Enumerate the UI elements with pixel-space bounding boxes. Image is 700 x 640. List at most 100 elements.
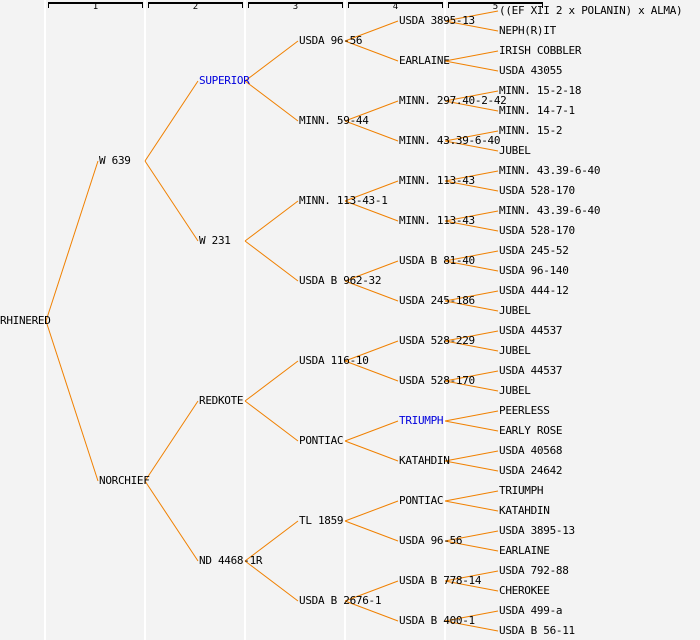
pedigree-node-gen-4[interactable]: PONTIAC <box>399 494 444 507</box>
pedigree-node-gen-5[interactable]: MINN. 43.39-6-40 <box>499 164 601 177</box>
pedigree-node-gen-5[interactable]: USDA B 56-11 <box>499 624 575 637</box>
pedigree-node-gen-4[interactable]: USDA 96-56 <box>399 534 463 547</box>
column-header-bracket-5 <box>448 2 543 8</box>
pedigree-node-gen-5[interactable]: MINN. 14-7-1 <box>499 104 575 117</box>
pedigree-link <box>344 20 399 42</box>
pedigree-node-gen-5[interactable]: MINN. 15-2 <box>499 124 563 137</box>
pedigree-node-gen-4[interactable]: MINN. 113-43 <box>399 174 475 187</box>
pedigree-node-gen-4[interactable]: KATAHDIN <box>399 454 450 467</box>
pedigree-node-gen-5[interactable]: USDA 24642 <box>499 464 563 477</box>
pedigree-node-gen-4[interactable]: MINN. 113-43 <box>399 214 475 227</box>
pedigree-node-gen-1[interactable]: NORCHIEF <box>99 474 150 487</box>
pedigree-node-gen-3[interactable]: TL 1859 <box>299 514 344 527</box>
pedigree-link <box>144 400 199 482</box>
pedigree-node-gen-5[interactable]: USDA 44537 <box>499 364 563 377</box>
pedigree-node-gen-2[interactable]: SUPERIOR <box>199 74 250 87</box>
pedigree-node-gen-4[interactable]: MINN. 297.40-2-42 <box>399 94 507 107</box>
column-header-bracket-4 <box>348 2 443 8</box>
pedigree-link <box>144 160 199 242</box>
pedigree-link <box>444 220 499 232</box>
pedigree-node-gen-1[interactable]: W 639 <box>99 154 131 167</box>
pedigree-link <box>444 420 499 432</box>
pedigree-link <box>444 250 499 262</box>
pedigree-node-gen-5[interactable]: EARLY ROSE <box>499 424 563 437</box>
pedigree-link <box>444 370 499 382</box>
pedigree-link <box>444 570 499 582</box>
pedigree-node-gen-3[interactable]: USDA B 2676-1 <box>299 594 382 607</box>
column-separator <box>444 0 446 640</box>
pedigree-link <box>444 580 499 592</box>
pedigree-node-gen-4[interactable]: USDA 528-170 <box>399 374 475 387</box>
pedigree-link <box>444 10 499 22</box>
column-header-2: 2 <box>192 2 199 12</box>
pedigree-link <box>244 80 299 122</box>
pedigree-node-gen-4[interactable]: USDA 528-229 <box>399 334 475 347</box>
pedigree-node-gen-4[interactable]: USDA B 400-1 <box>399 614 475 627</box>
pedigree-link <box>344 200 399 222</box>
pedigree-link <box>444 530 499 542</box>
pedigree-link <box>444 60 499 72</box>
pedigree-node-gen-2[interactable]: REDKOTE <box>199 394 244 407</box>
column-header-4: 4 <box>392 2 399 12</box>
pedigree-node-gen-5[interactable]: USDA 43055 <box>499 64 563 77</box>
pedigree-node-gen-3[interactable]: USDA 96-56 <box>299 34 363 47</box>
pedigree-link <box>344 260 399 282</box>
column-header-5: 5 <box>492 2 499 12</box>
pedigree-node-gen-5[interactable]: PEERLESS <box>499 404 550 417</box>
pedigree-node-gen-5[interactable]: USDA 40568 <box>499 444 563 457</box>
pedigree-node-gen-5[interactable]: USDA 528-170 <box>499 224 575 237</box>
pedigree-link <box>444 490 499 502</box>
pedigree-node-gen-4[interactable]: USDA 3895-13 <box>399 14 475 27</box>
pedigree-node-gen-3[interactable]: MINN. 113-43-1 <box>299 194 388 207</box>
pedigree-link <box>344 100 399 122</box>
pedigree-node-gen-5[interactable]: USDA 499-a <box>499 604 563 617</box>
pedigree-node-gen-4[interactable]: TRIUMPH <box>399 414 444 427</box>
pedigree-link <box>444 540 499 552</box>
pedigree-node-gen-4[interactable]: EARLAINE <box>399 54 450 67</box>
pedigree-link <box>444 100 499 112</box>
pedigree-node-gen-5[interactable]: USDA 444-12 <box>499 284 569 297</box>
pedigree-node-gen-5[interactable]: USDA 96-140 <box>499 264 569 277</box>
pedigree-node-gen-5[interactable]: JUBEL <box>499 144 531 157</box>
pedigree-node-gen-4[interactable]: USDA B 81-40 <box>399 254 475 267</box>
column-separator <box>344 0 346 640</box>
pedigree-node-gen-5[interactable]: USDA 44537 <box>499 324 563 337</box>
pedigree-node-gen-4[interactable]: MINN. 43.39-6-40 <box>399 134 501 147</box>
pedigree-node-gen-5[interactable]: TRIUMPH <box>499 484 544 497</box>
pedigree-link <box>344 420 399 442</box>
column-separator <box>144 0 146 640</box>
pedigree-node-gen-5[interactable]: IRISH COBBLER <box>499 44 582 57</box>
pedigree-node-gen-4[interactable]: USDA 245-186 <box>399 294 475 307</box>
pedigree-node-gen-5[interactable]: JUBEL <box>499 304 531 317</box>
pedigree-node-gen-5[interactable]: JUBEL <box>499 384 531 397</box>
pedigree-node-gen-5[interactable]: USDA 245-52 <box>499 244 569 257</box>
pedigree-node-gen-4[interactable]: USDA B 778-14 <box>399 574 482 587</box>
pedigree-node-gen-5[interactable]: USDA 528-170 <box>499 184 575 197</box>
pedigree-node-gen-5[interactable]: MINN. 43.39-6-40 <box>499 204 601 217</box>
pedigree-link <box>244 200 299 242</box>
pedigree-node-gen-5[interactable]: NEPH(R)IT <box>499 24 556 37</box>
pedigree-node-gen-0[interactable]: RHINERED <box>0 314 51 327</box>
pedigree-node-gen-5[interactable]: ((EF XII 2 x POLANIN) x ALMA) <box>499 4 683 17</box>
pedigree-node-gen-5[interactable]: USDA 3895-13 <box>499 524 575 537</box>
pedigree-link <box>444 620 499 632</box>
pedigree-node-gen-3[interactable]: USDA B 962-32 <box>299 274 382 287</box>
pedigree-node-gen-5[interactable]: JUBEL <box>499 344 531 357</box>
pedigree-link <box>344 520 399 542</box>
pedigree-link <box>444 130 499 142</box>
pedigree-node-gen-3[interactable]: PONTIAC <box>299 434 344 447</box>
pedigree-link <box>444 20 499 32</box>
pedigree-node-gen-3[interactable]: USDA 116-10 <box>299 354 369 367</box>
pedigree-node-gen-5[interactable]: MINN. 15-2-18 <box>499 84 582 97</box>
pedigree-node-gen-5[interactable]: USDA 792-88 <box>499 564 569 577</box>
pedigree-node-gen-2[interactable]: ND 4468-1R <box>199 554 263 567</box>
pedigree-link <box>444 50 499 62</box>
pedigree-link <box>144 480 199 562</box>
pedigree-link <box>344 440 399 462</box>
pedigree-node-gen-5[interactable]: KATAHDIN <box>499 504 550 517</box>
pedigree-node-gen-2[interactable]: W 231 <box>199 234 231 247</box>
pedigree-node-gen-5[interactable]: CHEROKEE <box>499 584 550 597</box>
pedigree-node-gen-5[interactable]: EARLAINE <box>499 544 550 557</box>
pedigree-node-gen-3[interactable]: MINN. 59-44 <box>299 114 369 127</box>
